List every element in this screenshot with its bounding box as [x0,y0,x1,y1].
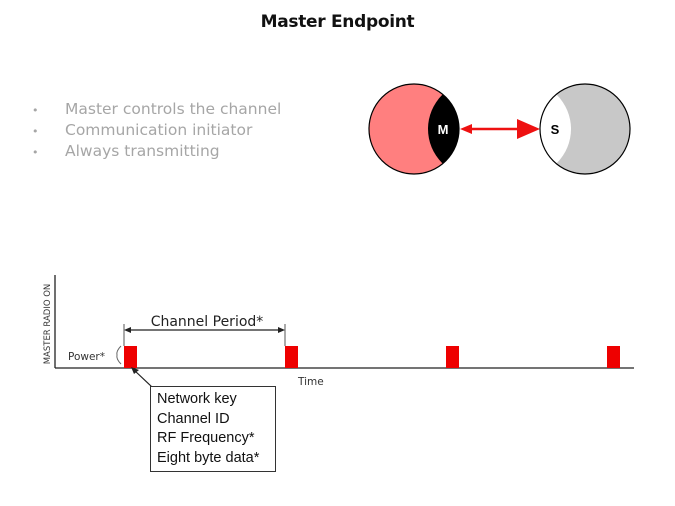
slave-node: S [539,83,631,175]
arrowhead-right-icon [517,119,540,139]
packet-field: Network key [157,391,237,407]
packet-field: Eight byte data* [157,449,260,466]
power-brace-icon [116,345,122,365]
channel-period-label: Channel Period* [151,314,264,330]
bullet-icon: • [32,146,39,159]
packet-contents-box: Network key Channel ID RF Frequency* Eig… [150,386,276,472]
radio-pulse [124,346,137,368]
list-item: •Communication initiator [32,120,281,141]
arrowhead-left-icon [460,124,472,134]
packet-field: RF Frequency* [157,430,255,446]
period-arrow-left-icon [124,327,131,333]
feature-list: •Master controls the channel •Communicat… [32,99,281,162]
period-arrow-right-icon [278,327,285,333]
power-label: Power* [68,351,105,363]
link-arrow [460,119,540,139]
radio-pulse [285,346,298,368]
radio-pulse [446,346,459,368]
callout-line [133,369,153,388]
y-axis-label: MASTER RADIO ON [43,284,53,365]
list-item: •Always transmitting [32,141,281,162]
radio-pulse [607,346,620,368]
master-node: M [368,83,460,175]
pulse-group [124,346,620,368]
master-label: M [438,122,449,137]
x-axis-label: Time [297,376,324,388]
timing-diagram: MASTER RADIO ON Time Power* Channel Peri… [43,275,634,388]
bullet-icon: • [32,104,39,117]
callout-arrow-icon [131,367,139,374]
list-item: •Master controls the channel [32,99,281,120]
slave-label: S [551,122,560,137]
page-title: Master Endpoint [260,12,415,32]
packet-field: Channel ID [157,410,230,427]
bullet-icon: • [32,125,39,138]
